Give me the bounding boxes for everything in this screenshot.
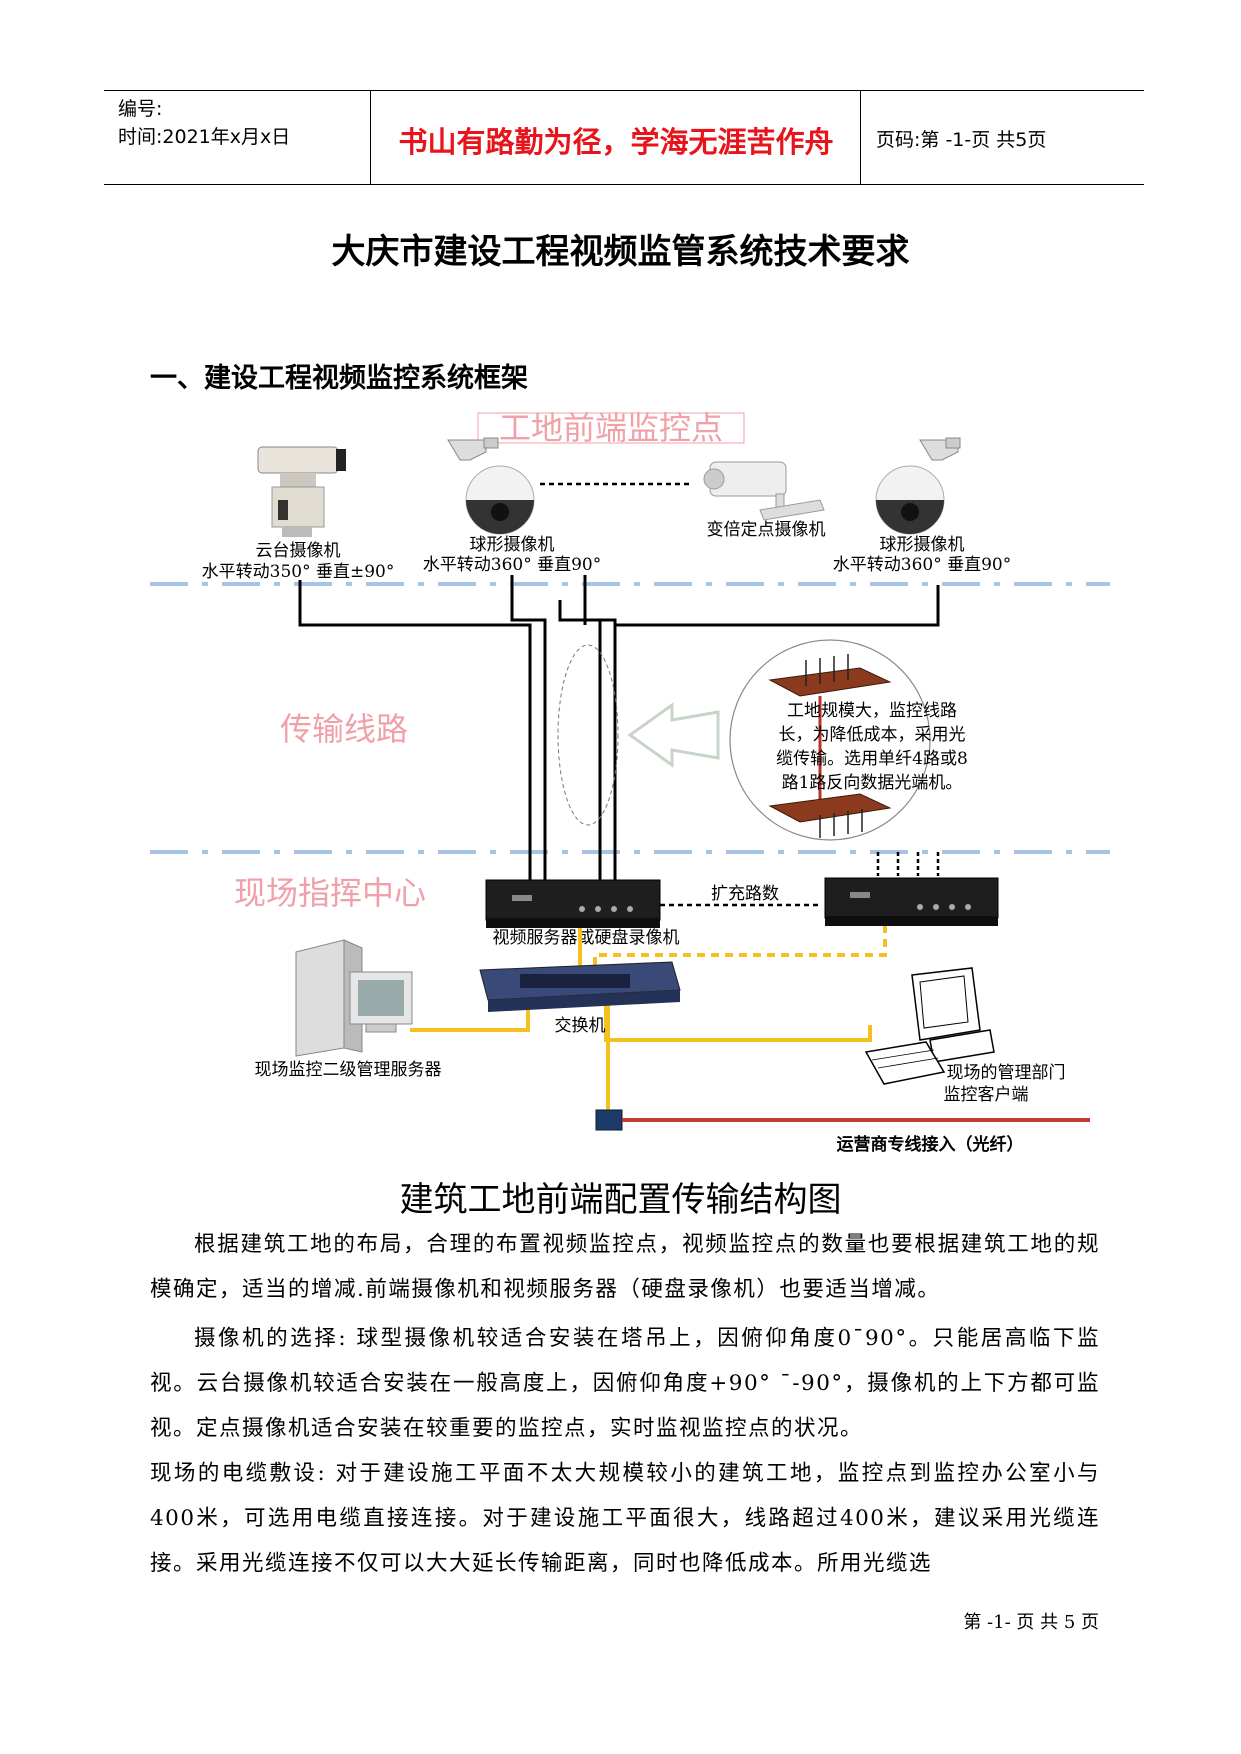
document-title: 大庆市建设工程视频监管系统技术要求 <box>331 232 910 272</box>
expansion-network-cable <box>593 926 887 965</box>
page-footer: 第 -1- 页 共 5 页 <box>963 1612 1099 1633</box>
header-left: 编号: 时间:2021年x月x日 <box>118 95 290 151</box>
header-page-number: 页码:第 -1-页 共5页 <box>876 129 1047 151</box>
switch-icon <box>479 961 681 1012</box>
client-workstation-icon <box>864 967 995 1085</box>
paragraph: 摄像机的选择: 球型摄像机较适合安装在塔吊上，因俯仰角度0¯90°。只能居高临下… <box>150 1326 1100 1441</box>
dome1-rotation-label: 水平转动360° 垂直90° <box>423 555 601 575</box>
dome1-label: 球形摄像机 <box>470 535 555 555</box>
dome-camera-icon <box>875 437 961 535</box>
paragraph: 根据建筑工地的布局，合理的布置视频监控点，视频监控点的数量也要根据建筑工地的规模… <box>150 1232 1100 1302</box>
page-header: 编号: 时间:2021年x月x日 书山有路勤为径，学海无涯苦作舟 页码:第 -1… <box>104 90 1144 185</box>
number-label: 编号: <box>118 98 163 120</box>
arrow-icon <box>627 702 720 768</box>
fixed-camera-icon <box>703 461 825 521</box>
server-icon <box>295 939 413 1057</box>
section-heading: 一、建设工程视频监控系统框架 <box>150 363 528 394</box>
dome2-label: 球形摄像机 <box>880 535 965 555</box>
fiber-note-line: 路1路反向数据光端机。 <box>782 773 963 793</box>
time-label: 时间:2021年x月x日 <box>118 126 291 148</box>
fiber-terminal-icon <box>595 1109 623 1131</box>
body-text: 根据建筑工地的布局，合理的布置视频监控点，视频监控点的数量也要根据建筑工地的规模… <box>150 1222 1100 1586</box>
dvr-expansion-icon <box>824 852 999 926</box>
dvr-label: 视频服务器或硬盘录像机 <box>493 928 680 948</box>
fiber-highlight <box>557 644 619 826</box>
zone-front-label: 工地前端监控点 <box>499 409 723 447</box>
camera-cables <box>298 575 940 885</box>
dvr-icon <box>485 879 661 928</box>
header-divider <box>370 91 371 184</box>
network-cables <box>410 928 872 1120</box>
fiber-transceiver-icon <box>768 654 892 838</box>
ptz-camera-icon <box>257 446 346 537</box>
server-label: 现场监控二级管理服务器 <box>255 1060 442 1080</box>
client-label-line1: 现场的管理部门 <box>947 1063 1066 1083</box>
header-motto: 书山有路勤为径，学海无涯苦作舟 <box>398 125 834 159</box>
fiber-transceiver-circle <box>729 639 931 841</box>
zone-front-box <box>477 412 745 444</box>
fiber-note-line: 工地规模大，监控线路 <box>787 701 957 721</box>
fiber-note-line: 长，为降低成本，采用光 <box>779 725 966 745</box>
paragraph: 现场的电缆敷设: 对于建设施工平面不太大规模较小的建筑工地，监控点到监控办公室小… <box>150 1461 1100 1576</box>
network-diagram: 工地前端监控点 传输线路 现场指挥中心 云台摄像机 水平转动350° 垂直±90… <box>150 409 1110 1155</box>
client-label-line2: 监控客户端 <box>944 1085 1029 1105</box>
fixed-camera-label: 变倍定点摄像机 <box>707 520 826 540</box>
expand-label: 扩充路数 <box>711 884 779 904</box>
header-divider <box>860 91 861 184</box>
isp-label: 运营商专线接入（光纤） <box>837 1134 1024 1155</box>
fiber-note-line: 缆传输。选用单纤4路或8 <box>776 749 968 769</box>
ptz-rotation-label: 水平转动350° 垂直±90° <box>202 562 395 582</box>
zone-transmission-label: 传输线路 <box>280 710 408 748</box>
dome2-rotation-label: 水平转动360° 垂直90° <box>833 555 1011 575</box>
zone-center-label: 现场指挥中心 <box>234 874 426 912</box>
dome-camera-icon <box>447 437 535 535</box>
ptz-camera-label: 云台摄像机 <box>256 541 341 561</box>
diagram-caption: 建筑工地前端配置传输结构图 <box>399 1180 842 1220</box>
switch-label: 交换机 <box>555 1016 606 1036</box>
